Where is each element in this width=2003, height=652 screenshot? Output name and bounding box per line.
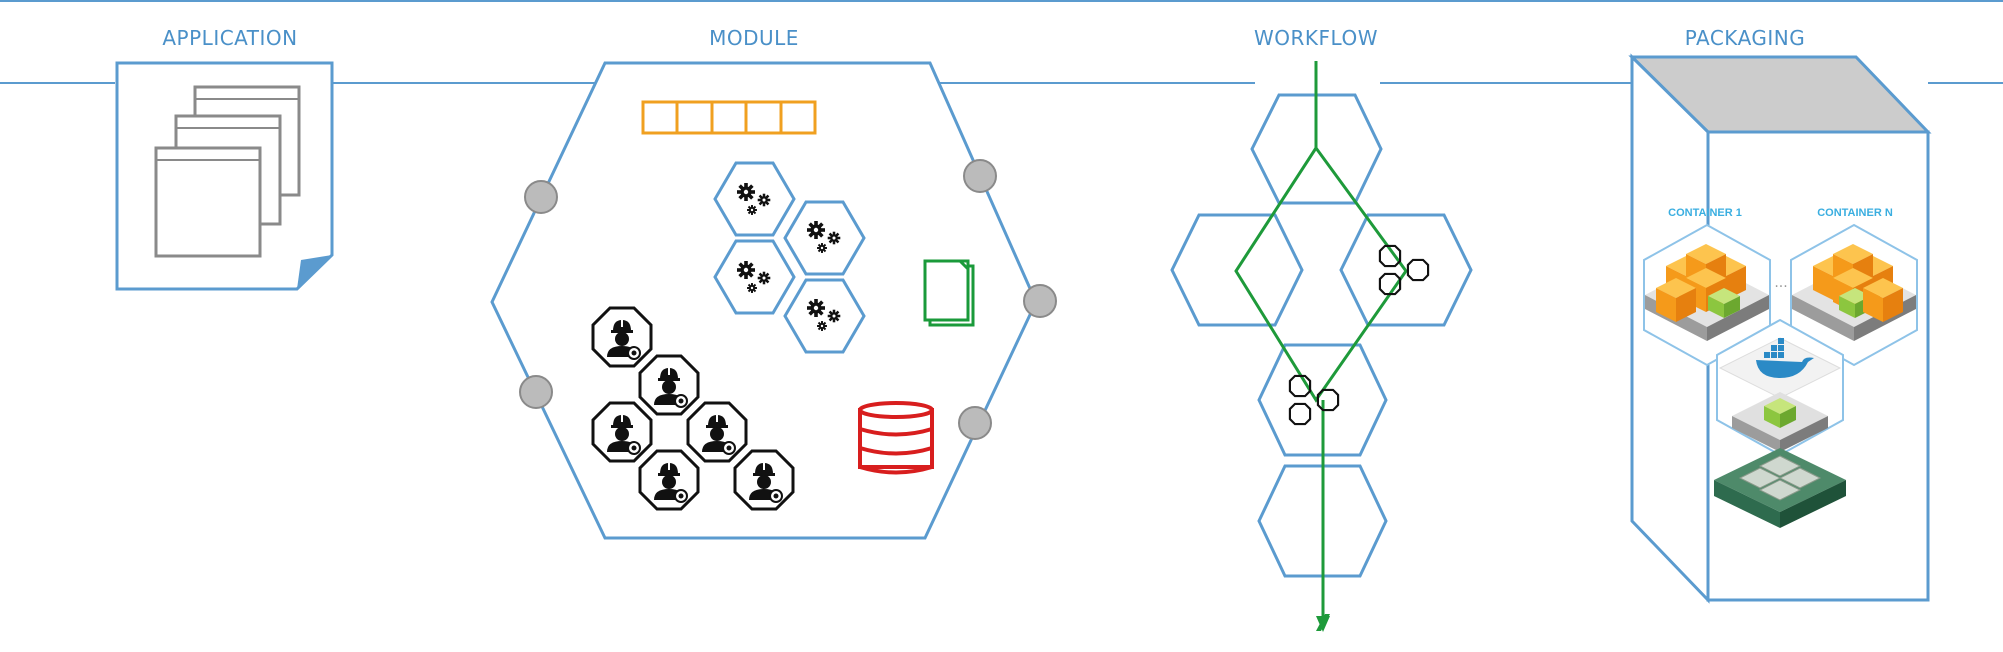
container-n-label: CONTAINER N bbox=[1817, 207, 1893, 219]
container-1-hexagon bbox=[1643, 223, 1771, 367]
application-icon bbox=[115, 61, 334, 291]
database-icon bbox=[858, 401, 934, 475]
workflow-path bbox=[1234, 61, 1408, 632]
timeline-lines bbox=[0, 0, 2003, 84]
chip-board-icon bbox=[1714, 448, 1846, 528]
section-label-packaging: PACKAGING bbox=[1684, 26, 1806, 50]
files-icon bbox=[923, 259, 975, 327]
container-n-hexagon bbox=[1790, 223, 1918, 367]
cube-stack-icon bbox=[1732, 392, 1828, 452]
workflow-node-icon bbox=[1288, 244, 1430, 426]
queue-icon bbox=[641, 100, 817, 135]
section-label-module: MODULE bbox=[709, 26, 799, 50]
container-ellipsis: ... bbox=[1774, 275, 1788, 291]
gears-hexagon-icon bbox=[713, 161, 866, 354]
section-label-application: APPLICATION bbox=[162, 26, 298, 50]
section-label-workflow: WORKFLOW bbox=[1254, 26, 1378, 50]
container-1-label: CONTAINER 1 bbox=[1668, 207, 1742, 219]
module-connectors bbox=[519, 159, 1057, 440]
